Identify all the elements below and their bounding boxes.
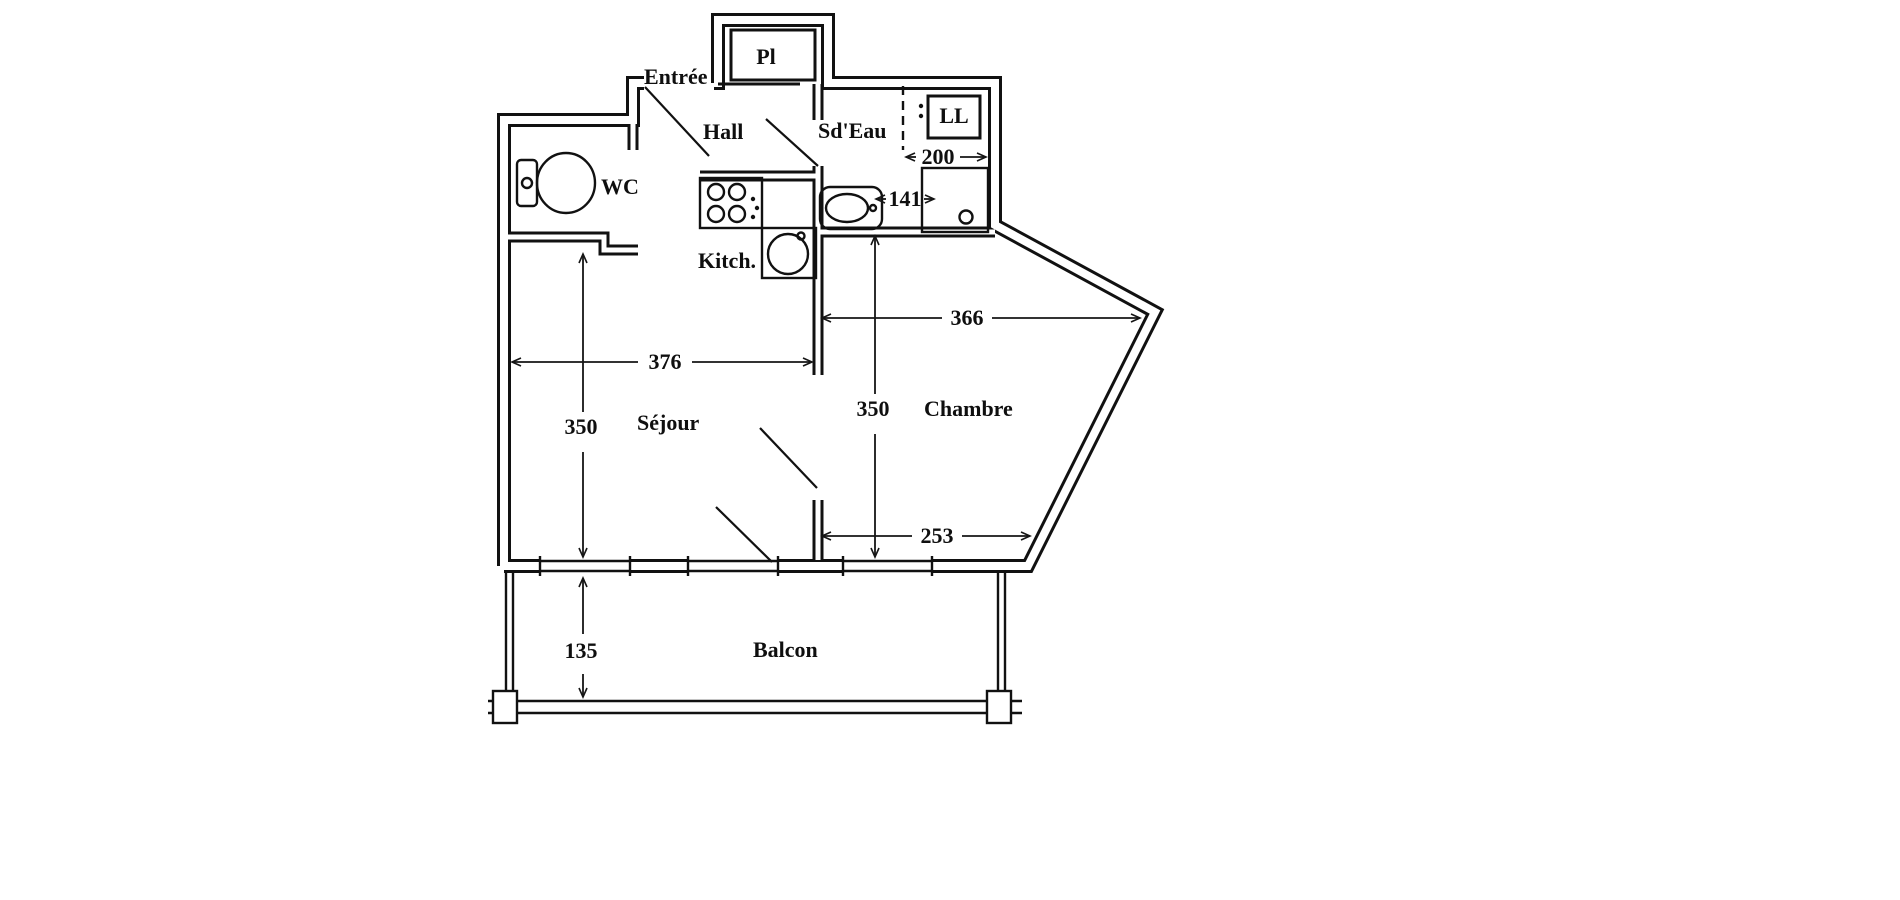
window-sejour-right (686, 556, 780, 576)
washing-machine-icon (918, 94, 982, 140)
sink-basin (766, 232, 810, 276)
stove-knob (750, 214, 756, 220)
room-label-chambre: Chambre (924, 396, 1013, 421)
dim-label-135: 135 (565, 638, 598, 663)
dim-label-200: 200 (922, 144, 955, 169)
washer-label: LL (939, 103, 968, 128)
railing-post-right (985, 689, 1013, 725)
stove-knob (750, 196, 756, 202)
toilet-icon (515, 151, 597, 215)
railing-post-left (491, 689, 519, 725)
washing-machine-box (926, 94, 982, 140)
toilet-flush (520, 176, 534, 190)
window-chambre (841, 556, 934, 576)
shower-tray (920, 166, 990, 234)
dim-label-350-right: 350 (857, 396, 890, 421)
window-sejour-left (538, 556, 632, 576)
dimension-lines (510, 152, 1142, 699)
stove-knob (754, 205, 760, 211)
balcony-railing (488, 573, 1022, 725)
dim-label-366: 366 (951, 305, 984, 330)
toilet-bowl (535, 151, 597, 215)
room-label-entree: Entrée (644, 64, 708, 89)
stove-top (698, 176, 764, 230)
burner-icon (706, 204, 726, 224)
room-label-sdeau: Sd'Eau (818, 118, 887, 143)
burner-icon (727, 204, 747, 224)
stove-icon (698, 176, 764, 230)
bathroom-door-swing (765, 118, 819, 167)
sink-counter (760, 226, 818, 280)
shower-drain (958, 209, 974, 225)
kitchen-sink-icon (760, 226, 818, 280)
washing-machine-knob (918, 103, 924, 109)
room-label-wc: WC (601, 174, 639, 199)
entry-door-swing (644, 86, 710, 157)
dim-label-253: 253 (921, 523, 954, 548)
room-label-kitchen: Kitch. (698, 248, 756, 273)
railing-lines (488, 573, 1022, 715)
interior-wall-cavity (508, 84, 995, 560)
room-label-pl: Pl (756, 44, 776, 69)
shower-icon (920, 166, 990, 234)
dim-label-376: 376 (649, 349, 682, 374)
burner-icon (706, 182, 726, 202)
dim-label-350-left: 350 (565, 414, 598, 439)
bathtub-icon (818, 185, 884, 231)
closet-box (729, 28, 817, 82)
sink-faucet (796, 231, 806, 241)
washing-machine-knob (918, 113, 924, 119)
bathtub-basin (824, 192, 870, 224)
room-label-balcon: Balcon (753, 637, 818, 662)
room-label-hall: Hall (703, 119, 743, 144)
burner-icon (727, 182, 747, 202)
room-label-sejour: Séjour (637, 410, 700, 435)
dim-label-141: 141 (889, 186, 922, 211)
bathtub-drain (868, 203, 878, 213)
bathtub-rim (818, 185, 884, 231)
balcony-door-swing (715, 506, 773, 563)
bedroom-door-swing (759, 427, 818, 489)
